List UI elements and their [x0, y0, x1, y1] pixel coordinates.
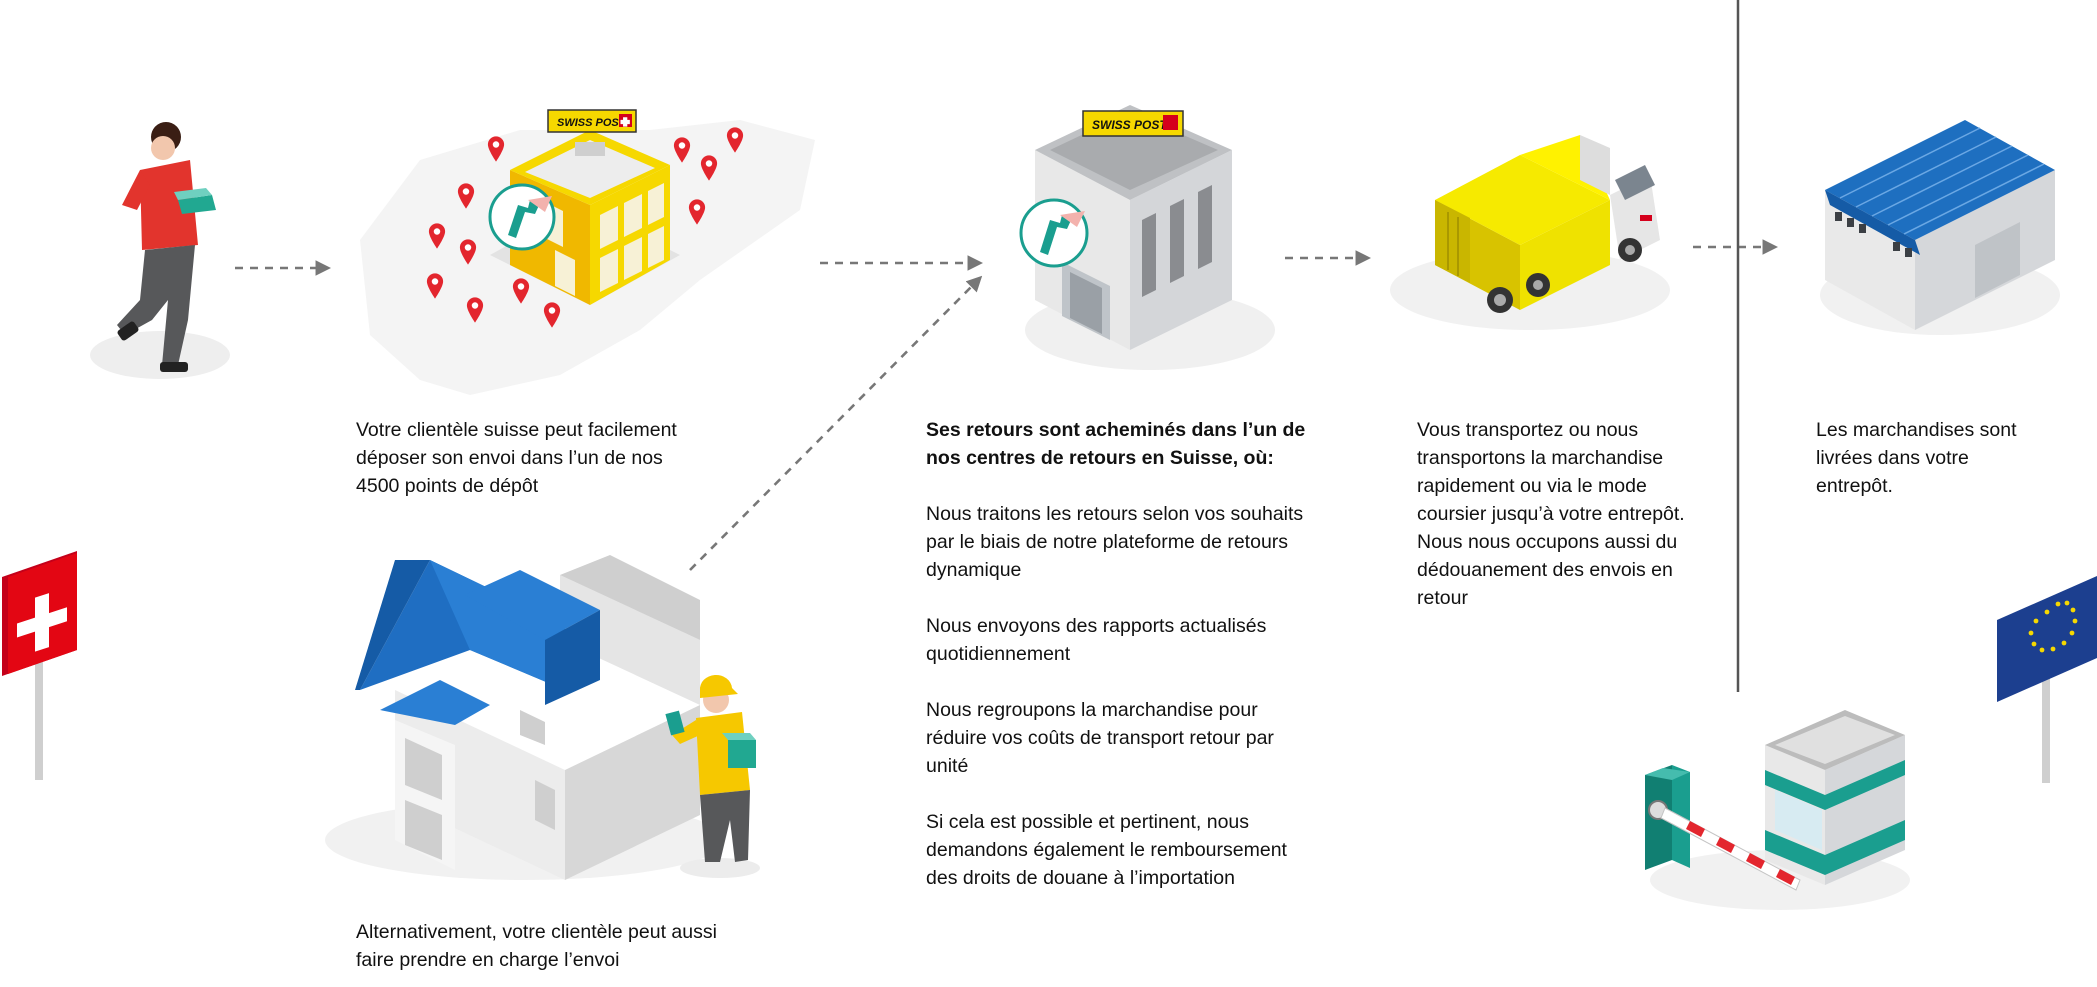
- swiss-flag-icon: [2, 551, 77, 780]
- step-1-text: Votre clientèle suisse peut facilement d…: [356, 419, 677, 497]
- step-4-text: Vous transportez ou nous transportons la…: [1417, 419, 1685, 609]
- step-2-text: Alternativement, votre clientèle peut au…: [356, 921, 717, 971]
- post-office-icon: SWISS POST: [360, 109, 815, 395]
- list-item: Nous regroupons la marchandise pour rédu…: [926, 699, 1274, 777]
- returns-center-icon: SWISS POST: [1019, 105, 1275, 370]
- truck-icon: [1390, 135, 1670, 330]
- list-item: Nous traitons les retours selon vos souh…: [926, 503, 1304, 581]
- svg-text:SWISS POST: SWISS POST: [557, 117, 627, 129]
- warehouse-icon: [1820, 120, 2060, 335]
- list-item: Si cela est possible et pertinent, nous …: [926, 811, 1287, 889]
- list-item: Nous envoyons des rapports actualisés qu…: [926, 615, 1267, 665]
- person-customer-icon: [90, 122, 230, 379]
- step-3-heading: Ses retours sont acheminés dans l’un de: [926, 419, 1306, 441]
- svg-text:SWISS POST: SWISS POST: [1092, 118, 1168, 132]
- step-3-text: Ses retours sont acheminés dans l’un de …: [926, 416, 1305, 892]
- customs-barrier-icon: [1645, 710, 1910, 910]
- courier-icon: [665, 674, 760, 878]
- step-5-text: Les marchandises sont livrées dans votre…: [1816, 419, 2017, 497]
- house-icon: [325, 555, 725, 880]
- eu-flag-icon: [1997, 576, 2097, 783]
